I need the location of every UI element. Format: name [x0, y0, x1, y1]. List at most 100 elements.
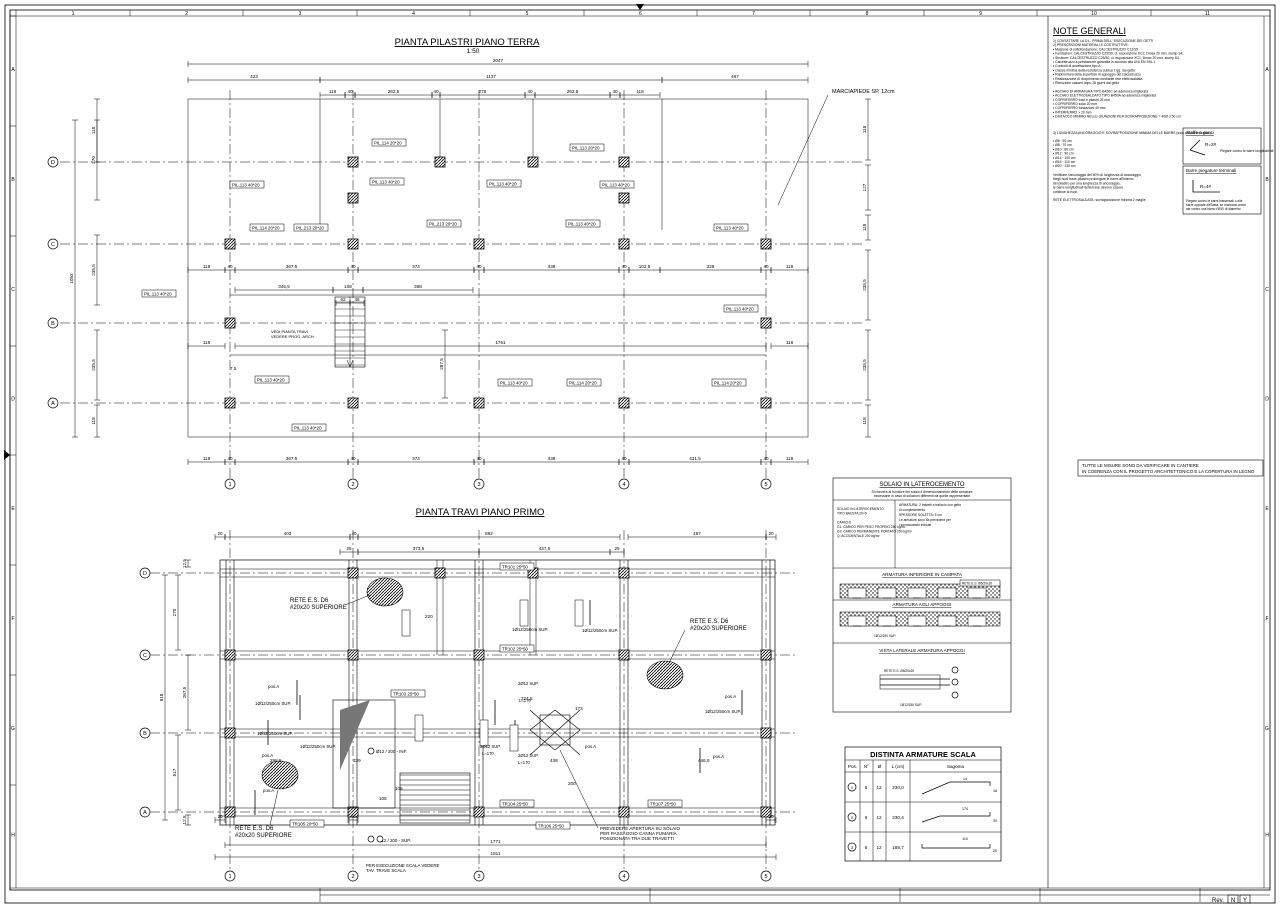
dimension-label: 40	[763, 264, 769, 269]
extra-line: le barre longitudinali della trave devon…	[1053, 186, 1123, 190]
dimension-label: 118	[203, 456, 211, 461]
rete-sub-label: #20x20 SUPERIORE	[290, 605, 347, 611]
rete-label: RETE E.S. D6	[690, 619, 729, 625]
dimension-label: 40	[476, 264, 482, 269]
dimension-label: 467	[731, 74, 739, 79]
position-bubble	[847, 782, 857, 792]
row-label: A	[11, 67, 15, 73]
plan2-title: PIANTA TRAVI PIANO PRIMO	[416, 507, 545, 518]
beam-tag-box	[499, 562, 535, 571]
hollow-block	[877, 615, 897, 627]
pillar-tag-box	[565, 219, 601, 228]
dimension-label: 106	[395, 786, 403, 791]
pillar-tag: PIL.113 40*20	[489, 182, 517, 187]
row-label-right: B	[1265, 177, 1269, 183]
pillar	[618, 156, 630, 168]
section-bubble	[951, 691, 959, 699]
axis-label: 4	[622, 874, 625, 880]
dimension-label: 298,5	[270, 758, 282, 763]
sup-note: 2Ø12 SUP.	[518, 753, 539, 758]
table-cell-l: 230,4	[892, 815, 904, 820]
axis-label: 2	[351, 874, 354, 880]
opening-cross	[529, 709, 581, 756]
dimension-label: 345,5	[278, 284, 290, 289]
pillar	[347, 649, 359, 661]
axis-label: A	[51, 401, 55, 407]
dimension-label: 1137	[486, 74, 496, 79]
pillar	[224, 727, 236, 739]
beam-tag-box	[647, 799, 683, 808]
leader-line	[269, 789, 279, 826]
solaio-title: SOLAIO IN LATEROCEMENTO	[879, 482, 964, 488]
position-bubble	[847, 812, 857, 822]
dimension-label: 276	[479, 89, 487, 94]
barre-note: barre opposte dell'asta, se mancano anco…	[1186, 203, 1247, 207]
mesh-cloud	[261, 760, 299, 790]
dimension-label: 235,5	[91, 264, 96, 276]
column-label: 5	[526, 11, 529, 17]
radius-label: R=2#	[1205, 142, 1217, 147]
solaio-section: VISTA LATERALE ARMATURA APPOGGI	[879, 648, 965, 653]
dimension-label: 287,5	[439, 358, 444, 370]
dimension-label: 40	[621, 264, 627, 269]
rebar-tag	[519, 599, 529, 627]
position-bubble	[376, 835, 384, 843]
pillar	[347, 397, 359, 409]
pillar-tag-box	[249, 223, 285, 232]
stair-note: TAV. TRAVE SCALA	[366, 868, 406, 873]
dimension-label: 40	[433, 89, 439, 94]
axis-label: D	[143, 571, 147, 577]
rete-sub-label: #20x20 SUPERIORE	[235, 833, 292, 839]
leader-line	[344, 594, 371, 606]
leader-line	[667, 629, 686, 666]
pillar-tag: PIL.113 40*20	[602, 183, 630, 188]
row-label-right: C	[1265, 287, 1269, 293]
beam-tag: TR102 25*50	[502, 647, 528, 652]
dimension-label: 517	[172, 768, 177, 776]
pillar	[473, 649, 485, 661]
dimension-label: 118	[786, 456, 794, 461]
dimension-label: 220	[425, 614, 433, 619]
dimension-label: 1771	[490, 839, 501, 844]
shape-dim: 110	[962, 837, 968, 841]
pillar-tag: PIL.113 40*20	[372, 180, 400, 185]
revision-box	[1227, 894, 1239, 904]
axis-bubble	[760, 478, 772, 490]
rete-tag: RETE E.S. Ø6/20x20	[962, 582, 992, 586]
dimension-label: 40	[227, 456, 233, 461]
rebar-tag	[479, 719, 489, 747]
note-line: • ACCIAIO ELETTROSALDATO TIPO B450A ad a…	[1053, 94, 1156, 98]
center-mark-top	[636, 4, 644, 10]
dimension-label: 1761	[495, 340, 506, 345]
stair-triangle	[340, 700, 370, 770]
dimension-label: 62	[340, 297, 346, 302]
pos-label: pos.A	[263, 788, 274, 793]
pillar-tag: PIL.113 40*20	[232, 183, 260, 188]
beam-tag: TR107 25*50	[650, 802, 676, 807]
column-label: 6	[639, 11, 642, 17]
position-bubble	[367, 835, 375, 843]
dimension-label: 40	[763, 456, 769, 461]
pillar-tag-box	[713, 223, 749, 232]
extra-line: RETE ELETTROSALDATA: sovrapposizione min…	[1053, 198, 1146, 202]
rebar-tag	[414, 714, 424, 742]
beam-tag: TR106 25*50	[538, 824, 564, 829]
row-label: G	[11, 726, 15, 732]
revision-box	[1239, 894, 1251, 904]
radius-label: R=4#	[1200, 184, 1212, 189]
barre-title: Barre piegature terminali	[1186, 168, 1236, 173]
pillar	[347, 238, 359, 250]
note-line: • COPRIFERRO fondazioni 40 mm	[1053, 106, 1106, 110]
row-label: F	[11, 616, 14, 622]
extra-line: del pilastro per una lunghezza di ancora…	[1053, 181, 1121, 185]
pillar	[618, 806, 630, 818]
axis-label: 4	[622, 482, 625, 488]
axis-bubble	[139, 649, 151, 661]
bar-note: 1Ø12/250cm SUP.	[257, 731, 293, 736]
scala-table	[844, 746, 1002, 862]
disclaimer-line: TUTTE LE MISURE SONO DA VERIFICARE IN CA…	[1082, 463, 1199, 468]
stair-well	[332, 699, 396, 809]
solaio-spec: SPESSORE SOLETTA: 5 cm	[899, 513, 942, 517]
solaio-spec: TIPO BAUSTA 20+5	[837, 512, 867, 516]
axis-bubble	[139, 806, 151, 818]
